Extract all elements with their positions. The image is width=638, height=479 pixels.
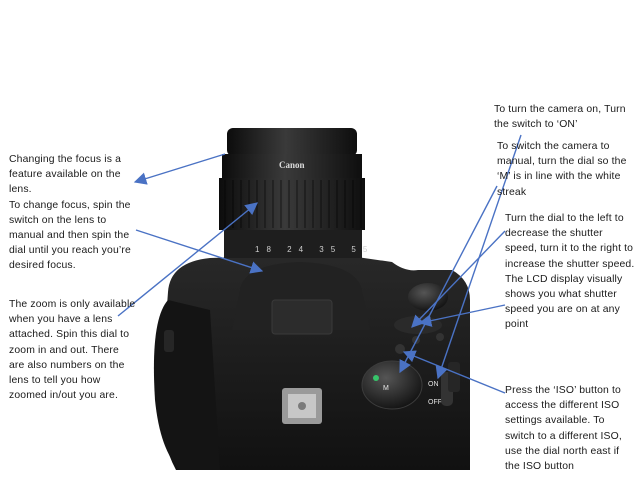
iso-annotation: Press the ‘ISO’ button to access the dif… [505,385,622,473]
arrow-focus [133,153,226,185]
arrow-mode [399,185,498,374]
flash-cover [271,299,333,335]
lens-focus-ring [222,154,362,178]
arrow-iso [402,350,506,394]
viewfinder-hump [232,262,370,330]
arrow-lcd [418,304,506,327]
power-on-label: ON [428,381,439,388]
arrow-shutter-dial [411,230,506,328]
lens-markings: 18 24 35 55 [255,245,374,254]
lens-front-ring [227,128,357,156]
brand-logo: Canon [279,160,305,170]
arrow-zoom [117,202,258,317]
shutter-annotation: Turn the dial to the left to decrease th… [505,213,635,331]
svg-text:M: M [383,385,389,392]
focus-annotation: Changing the focus is a feature availabl… [9,154,131,272]
power-annotation: To turn the camera on, Turn the switch t… [494,104,626,131]
power-off-label: OFF [428,399,442,406]
camera-body [160,240,470,470]
lens-zoom-ring [219,178,365,230]
zoom-annotation: The zoom is only available when you have… [9,299,136,402]
shutter-button [408,283,448,311]
iso-button [395,344,405,354]
lens-mount [224,230,362,258]
mode-annotation: To switch the camera to manual, turn the… [497,141,627,198]
